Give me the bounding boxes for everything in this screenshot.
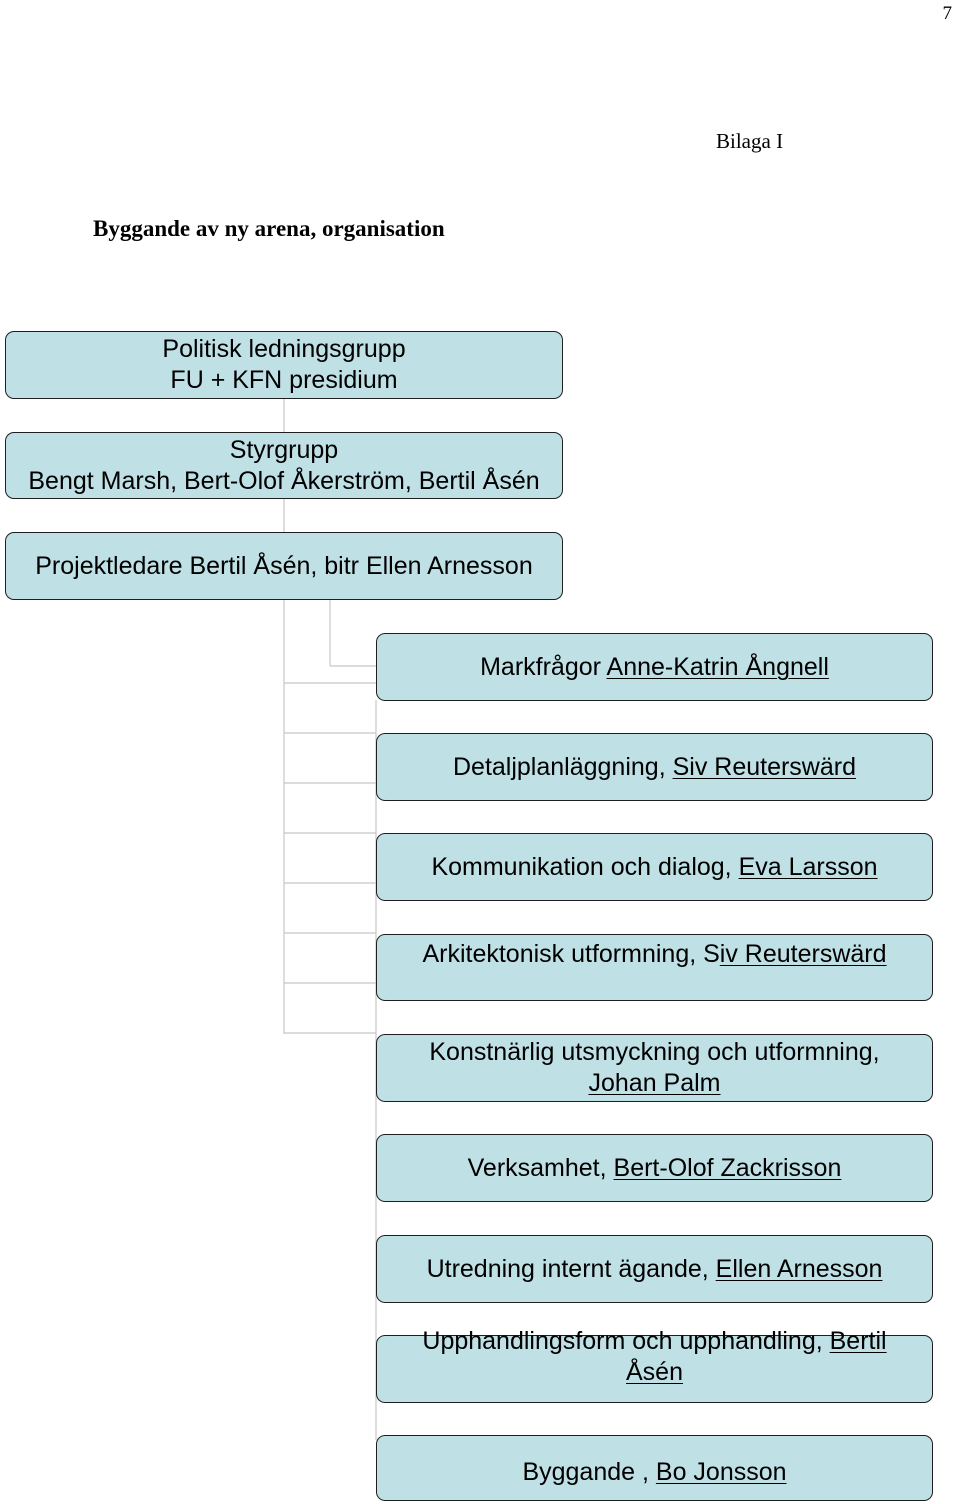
subgroup-topic: Konstnärlig utsmyckning och utformning, <box>429 1038 880 1066</box>
subgroup-person: iv Reuterswärd <box>719 940 887 968</box>
subgroup-box-construction: Byggande , Bo Jonsson <box>376 1435 933 1501</box>
subgroup-topic: Verksamhet, <box>467 1153 614 1182</box>
subgroup-label: Arkitektonisk utformning, Siv Reuterswär… <box>422 939 886 970</box>
subgroup-topic: Byggande , <box>522 1458 656 1486</box>
subgroup-person: Bert-Olof Zackrisson <box>613 1153 842 1182</box>
subgroup-label: Markfrågor Anne-Katrin Ångnell <box>480 652 829 683</box>
subgroup-box-land-issues: Markfrågor Anne-Katrin Ångnell <box>376 633 933 701</box>
project-lead-text: Projektledare Bertil Åsén, bitr Ellen Ar… <box>35 551 533 580</box>
subgroup-topic: Upphandlingsform och upphandling, <box>422 1327 830 1355</box>
subgroup-box-detail-planning: Detaljplanläggning, Siv Reuterswärd <box>376 733 933 801</box>
subgroup-person-line-2: Åsén <box>626 1358 683 1386</box>
subgroup-label-line-2: Åsén <box>626 1357 683 1388</box>
subgroup-person: Eva Larsson <box>738 852 878 881</box>
document-title: Byggande av ny arena, organisation <box>93 216 445 241</box>
subgroup-box-art-decoration: Konstnärlig utsmyckning och utformning, … <box>376 1034 933 1102</box>
subgroup-label-line-1: Upphandlingsform och upphandling, Bertil <box>422 1326 886 1357</box>
subgroup-label: Detaljplanläggning, Siv Reuterswärd <box>453 752 856 783</box>
subgroup-person-line: Johan Palm <box>588 1068 720 1099</box>
political-box-line-1: Politisk ledningsgrupp <box>162 335 406 363</box>
subgroup-topic: Detaljplanläggning, <box>452 752 673 781</box>
subgroup-topic: Arkitektonisk utformning, S <box>422 940 720 968</box>
subgroup-topic: Utredning internt ägande, <box>426 1254 716 1283</box>
subgroup-box-communication: Kommunikation och dialog, Eva Larsson <box>376 833 933 901</box>
subgroup-person: Anne-Katrin Ångnell <box>606 652 829 681</box>
subgroup-box-architecture: Arkitektonisk utformning, Siv Reuterswär… <box>376 934 933 1001</box>
subgroup-label: Kommunikation och dialog, Eva Larsson <box>431 852 877 883</box>
project-lead-box: Projektledare Bertil Åsén, bitr Ellen Ar… <box>5 532 563 600</box>
subgroup-label: Utredning internt ägande, Ellen Arnesson <box>427 1254 883 1285</box>
subgroup-box-procurement: Upphandlingsform och upphandling, Bertil… <box>376 1327 933 1403</box>
steering-group-box: Styrgrupp Bengt Marsh, Bert-Olof Åkerstr… <box>5 432 563 499</box>
steering-box-line-1: Styrgrupp <box>229 435 339 464</box>
political-steering-group-box: Politisk ledningsgrupp FU + KFN presidiu… <box>5 331 563 399</box>
page-number: 7 <box>942 3 953 24</box>
subgroup-box-internal-ownership: Utredning internt ägande, Ellen Arnesson <box>376 1235 933 1303</box>
subgroup-label: Byggande , Bo Jonsson <box>522 1457 786 1488</box>
annex-label: Bilaga I <box>716 129 784 153</box>
subgroup-person: Bertil <box>829 1327 887 1355</box>
subgroup-person: Ellen Arnesson <box>715 1254 883 1283</box>
subgroup-person: Siv Reuterswärd <box>672 752 856 781</box>
subgroup-person: Johan Palm <box>588 1069 721 1097</box>
political-box-line-2: FU + KFN presidium <box>170 366 398 394</box>
subgroup-box-operations: Verksamhet, Bert-Olof Zackrisson <box>376 1134 933 1202</box>
steering-box-line-2: Bengt Marsh, Bert-Olof Åkerström, Bertil… <box>28 466 540 495</box>
subgroup-topic: Markfrågor <box>480 652 607 681</box>
subgroup-topic: Kommunikation och dialog, <box>431 852 739 881</box>
subgroup-person: Bo Jonsson <box>655 1458 787 1486</box>
subgroup-label: Verksamhet, Bert-Olof Zackrisson <box>468 1153 842 1184</box>
